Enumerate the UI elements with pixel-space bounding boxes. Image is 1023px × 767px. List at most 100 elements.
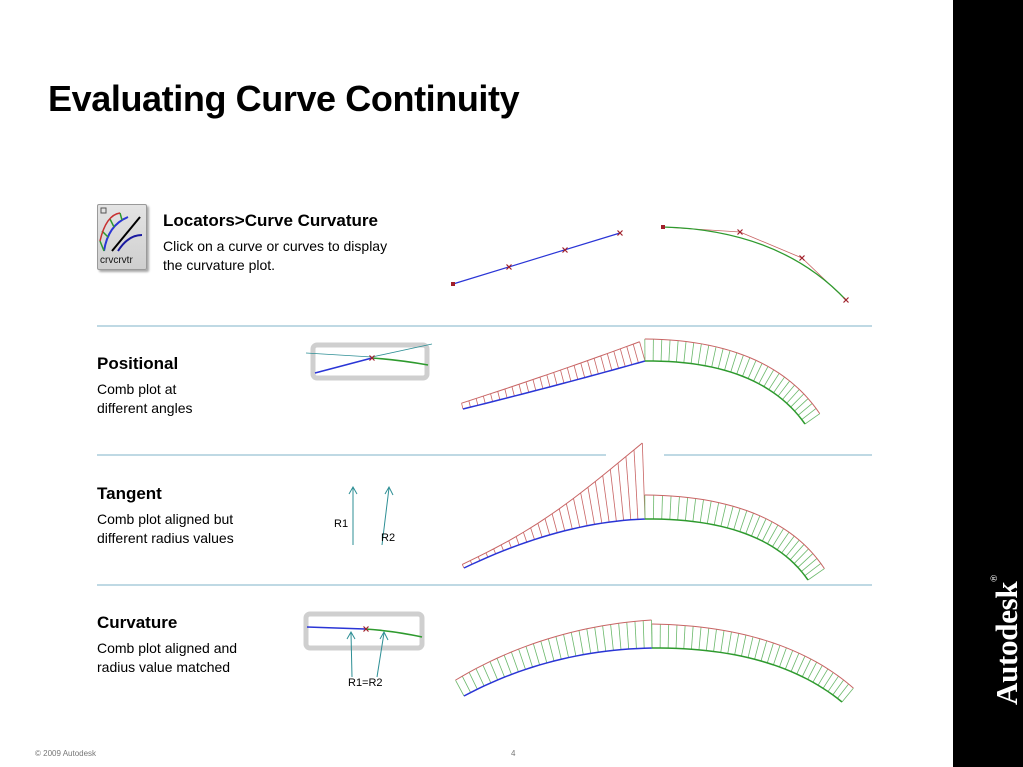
tangent-blue-comb-tooth xyxy=(573,498,581,528)
tangent-green-comb-tooth xyxy=(751,515,761,537)
tangent-green-comb-tooth xyxy=(661,495,663,520)
cv-marker xyxy=(737,229,743,235)
tangent-green-comb-tooth xyxy=(739,510,748,532)
curvature-green-comb-envelope xyxy=(651,623,854,689)
positional-blue-comb-tooth xyxy=(525,381,530,393)
tangent-blue-comb-tooth xyxy=(558,508,566,531)
positional-green-comb-tooth xyxy=(777,380,790,397)
tangent-line-2: different radius values xyxy=(97,530,234,546)
positional-blue-comb-tooth xyxy=(580,362,586,378)
tangent-blue-comb-tooth xyxy=(537,523,543,538)
tangent-green-comb-tooth xyxy=(776,531,790,550)
tangent-blue-comb-tooth xyxy=(508,540,512,548)
r2-label: R2 xyxy=(381,532,396,544)
positional-green-comb-tooth xyxy=(790,393,805,408)
curvature-green-comb-tooth xyxy=(801,658,812,677)
tangent-blue-comb-tooth xyxy=(530,527,535,540)
tangent-green-comb-tooth xyxy=(727,506,734,529)
positional-blue-comb-tooth xyxy=(593,358,599,375)
cv-marker xyxy=(617,230,623,236)
positional-green-comb-tooth xyxy=(797,403,813,416)
positional-blue-comb-tooth xyxy=(532,379,537,391)
curvature-green-curve xyxy=(651,647,843,703)
tool-icon-label: crvcrvtr xyxy=(100,255,133,266)
cv-marker xyxy=(451,282,455,286)
curvature-green-comb-tooth xyxy=(807,662,818,680)
positional-blue-curve xyxy=(462,360,646,410)
autodesk-logo: Autodesk® xyxy=(989,575,1023,705)
curvature-green-comb-tooth xyxy=(827,675,839,692)
positional-green-comb-tooth xyxy=(758,366,769,384)
curvature-line-1: Comb plot aligned and xyxy=(97,640,238,656)
positional-blue-comb-tooth xyxy=(504,388,508,399)
positional-blue-comb-tooth xyxy=(490,393,493,402)
positional-blue-comb-tooth xyxy=(511,386,515,397)
page-number: 4 xyxy=(511,749,516,758)
curvature-green-comb-tooth xyxy=(720,630,725,653)
curvature-blue-comb-tooth xyxy=(475,668,485,687)
cv-marker xyxy=(506,264,512,270)
thumbnail-frame xyxy=(310,342,430,381)
curvature-green-comb-tooth xyxy=(832,679,844,696)
curvature-green-comb-tooth xyxy=(713,629,717,652)
positional-blue-comb-tooth xyxy=(619,348,626,367)
curvature-blue-comb-tooth xyxy=(547,638,555,662)
tangent-green-comb-tooth xyxy=(772,528,784,547)
positional-green-comb-tooth xyxy=(804,413,820,425)
curvature-green-comb-tooth xyxy=(779,647,787,668)
intro-hull-line xyxy=(662,226,847,301)
curvature-green-comb-tooth xyxy=(760,640,768,662)
slide-title: Evaluating Curve Continuity xyxy=(48,78,520,119)
curvature-blue-comb-tooth xyxy=(503,654,512,675)
cv-marker xyxy=(661,225,665,229)
tangent-blue-comb-tooth xyxy=(551,513,558,533)
curvature-blue-comb-tooth xyxy=(555,636,562,660)
curvature-green-comb-tooth xyxy=(841,687,854,703)
curvature-line-2: radius value matched xyxy=(97,659,231,675)
positional-blue-comb-tooth xyxy=(606,353,613,371)
curvature-green-curve xyxy=(364,628,423,638)
curvature-blue-curve xyxy=(306,626,366,630)
curvature-green-comb-tooth xyxy=(705,628,710,651)
curvature-blue-comb-tooth xyxy=(489,661,499,681)
curvature-green-comb-tooth xyxy=(812,665,823,683)
positional-blue-comb-tooth xyxy=(468,400,471,408)
positional-blue-comb-tooth xyxy=(587,360,592,376)
curvature-green-comb-tooth xyxy=(796,655,806,675)
tangent-blue-comb-tooth xyxy=(485,552,489,558)
curvature-blue-comb-tooth xyxy=(642,620,645,649)
curvature-blue-comb-tooth xyxy=(525,646,533,668)
curvature-green-comb-tooth xyxy=(837,683,849,699)
curvature-green-comb-tooth xyxy=(675,624,678,649)
curvature-green-comb-tooth xyxy=(747,636,754,658)
positional-green-comb-tooth xyxy=(742,357,751,377)
curvature-blue-comb-tooth xyxy=(518,648,526,670)
curve-curvature-tool-icon[interactable]: crvcrvtr xyxy=(97,204,147,270)
positional-green-comb-tooth xyxy=(773,376,785,393)
tangent-green-comb-tooth xyxy=(685,497,689,521)
positional-blue-comb-tooth xyxy=(553,372,558,386)
tangent-green-comb-tooth xyxy=(761,521,773,542)
cv-marker xyxy=(799,255,805,261)
curvature-green-comb-tooth xyxy=(691,626,694,650)
positional-green-comb-tooth xyxy=(763,369,775,387)
curvature-glyph-icon xyxy=(99,207,143,252)
positional-green-comb-tooth xyxy=(668,339,671,362)
tangent-green-curve xyxy=(644,518,809,581)
tangent-green-comb-tooth xyxy=(677,496,680,521)
tangent-green-comb-tooth xyxy=(756,518,767,539)
positional-green-comb-tooth xyxy=(768,373,780,390)
tangent-blue-comb-tooth xyxy=(594,481,603,524)
curvature-blue-comb-tooth xyxy=(461,675,471,693)
curvature-green-comb-tooth xyxy=(667,624,670,649)
tangent-blue-comb-tooth xyxy=(515,536,520,545)
curvature-blue-comb-tooth xyxy=(482,664,492,684)
tangent-blue-comb-tooth xyxy=(461,564,465,569)
positional-blue-comb-tooth xyxy=(518,384,522,395)
tangent-green-comb-tooth xyxy=(745,513,754,534)
curvature-heading: Curvature xyxy=(97,613,178,632)
positional-green-comb-tooth xyxy=(730,352,738,373)
curvature-blue-comb-tooth xyxy=(563,634,569,658)
